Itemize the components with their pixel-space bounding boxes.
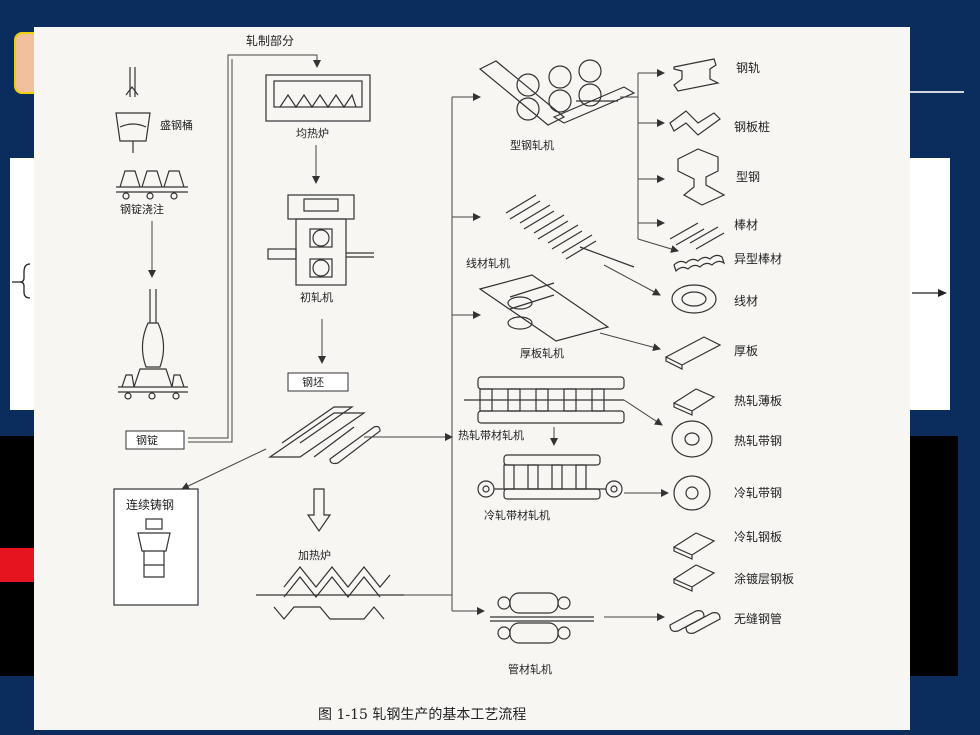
slide-red-accent — [0, 548, 36, 582]
ladle-label: 盛钢桶 — [160, 118, 193, 132]
hot-strip-mill-icon — [464, 376, 625, 424]
cold-strip-mill-icon — [477, 454, 623, 500]
seamless-tube-icon — [669, 610, 721, 634]
figure-caption: 图 1-15 轧钢生产的基本工艺流程 — [318, 706, 526, 723]
product-label: 棒材 — [734, 218, 758, 232]
reheating-furnace-icon — [256, 566, 404, 620]
product-label: 冷轧钢板 — [734, 530, 782, 544]
cold-strip-mill-label: 冷轧带材轧机 — [484, 508, 550, 522]
main-distribution-line — [404, 93, 485, 615]
rolling-section-label: 轧制部分 — [246, 33, 294, 48]
product-arrows — [599, 69, 679, 621]
ladle-icon — [115, 67, 151, 153]
tube-mill-icon — [490, 592, 594, 644]
plate-mill-icon — [478, 274, 610, 342]
product-label: 热轧带钢 — [734, 434, 782, 448]
stripper-crane-icon — [118, 289, 188, 400]
blooming-mill-label: 初轧机 — [300, 290, 333, 304]
arrow-right-icon — [912, 289, 947, 297]
product-label: 型钢 — [736, 170, 760, 184]
rail-icon — [673, 58, 720, 92]
soaking-pit-icon — [265, 74, 371, 122]
cold-coil-icon — [673, 475, 711, 511]
wire-coil-icon — [671, 284, 717, 314]
soaking-pit-label: 均热炉 — [296, 127, 329, 140]
product-label: 钢轨 — [736, 61, 760, 75]
product-icons — [664, 58, 726, 634]
product-label: 涂镀层钢板 — [734, 571, 794, 586]
wire-rod-mill-icon — [505, 194, 635, 268]
plate-icon — [664, 336, 722, 370]
billet-label: 钢坯 — [302, 376, 324, 389]
coated-sheet-icon — [672, 564, 716, 592]
product-label: 厚板 — [734, 344, 758, 358]
continuous-casting-label: 连续铸钢 — [126, 497, 174, 512]
thin-sheet-icon — [672, 388, 716, 416]
slide-title-underline — [860, 91, 964, 93]
product-label: 热轧薄板 — [734, 393, 782, 408]
billets-icon — [268, 406, 381, 465]
ingot-mold-icon — [116, 170, 188, 200]
down-hollow-arrow-icon — [306, 488, 332, 533]
bar-icon — [669, 222, 725, 250]
sheet-pile-icon — [669, 110, 721, 136]
product-label: 无缝钢管 — [734, 611, 782, 626]
product-labels: 钢轨 钢板桩 型钢 棒材 异型棒材 线材 厚板 热轧薄板 热轧带钢 冷轧带钢 冷… — [734, 61, 794, 626]
section-mill-label: 型钢轧机 — [510, 138, 554, 152]
product-label: 线材 — [734, 294, 758, 308]
hot-coil-icon — [671, 420, 713, 458]
wire-rod-mill-label: 线材轧机 — [466, 256, 510, 270]
process-flow-figure: 轧制部分 盛钢桶 钢锭浇注 钢锭 连续铸钢 — [34, 27, 910, 730]
blooming-mill-icon — [267, 194, 374, 286]
product-label: 冷轧带钢 — [734, 486, 782, 500]
section-mill-icon — [478, 59, 636, 126]
section-steel-icon — [677, 148, 726, 206]
reheating-furnace-label: 加热炉 — [298, 549, 331, 562]
cold-sheet-icon — [672, 532, 716, 560]
deformed-bar-icon — [673, 254, 726, 273]
ingot-casting-label: 钢锭浇注 — [120, 202, 164, 216]
tube-mill-label: 管材轧机 — [508, 662, 552, 676]
caster-icon — [137, 518, 171, 578]
product-label: 异型棒材 — [734, 252, 782, 266]
brace-icon — [12, 263, 31, 299]
process-flow-diagram: 轧制部分 盛钢桶 钢锭浇注 钢锭 连续铸钢 — [113, 33, 794, 723]
product-label: 钢板桩 — [734, 119, 770, 134]
rolling-section-route — [188, 54, 321, 443]
plate-mill-label: 厚板轧机 — [520, 346, 564, 360]
ingot-label: 钢锭 — [136, 433, 158, 447]
hot-strip-mill-label: 热轧带材轧机 — [458, 428, 524, 442]
